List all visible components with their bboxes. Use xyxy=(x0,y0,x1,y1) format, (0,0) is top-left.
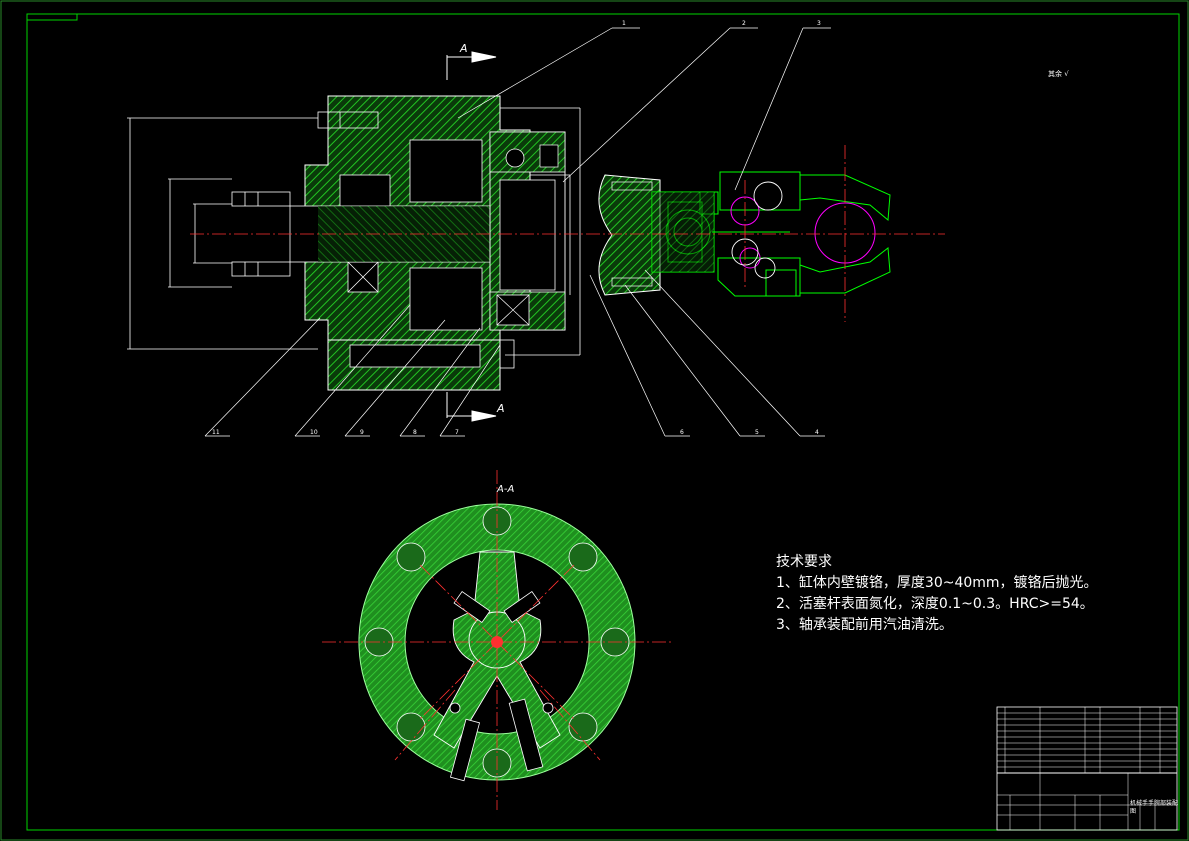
tech-req-item-3: 3、轴承装配前用汽油清洗。 xyxy=(776,617,953,633)
callout-3: 3 xyxy=(817,20,821,27)
callout-7: 7 xyxy=(455,429,459,436)
callout-1: 1 xyxy=(622,20,626,27)
front-section-view xyxy=(127,27,945,437)
callout-11: 11 xyxy=(212,429,220,436)
callout-2: 2 xyxy=(742,20,746,27)
callout-5: 5 xyxy=(755,429,759,436)
callout-9: 9 xyxy=(360,429,364,436)
inner-border xyxy=(26,13,1180,831)
callout-10: 10 xyxy=(310,429,318,436)
section-label-top: A xyxy=(459,42,468,55)
callout-6: 6 xyxy=(680,429,684,436)
section-view-title: A-A xyxy=(496,484,514,495)
title-block xyxy=(996,706,1178,831)
callout-numbers: 1 2 3 4 5 6 7 8 9 10 11 xyxy=(212,20,821,436)
section-view-aa: A-A xyxy=(322,470,672,810)
drawing-name: 机械手手腕部装配图 xyxy=(1130,800,1179,815)
tech-req-item-2: 2、活塞杆表面氮化，深度0.1~0.3。HRC>=54。 xyxy=(776,596,1094,612)
corner-tab xyxy=(26,13,78,21)
tech-req-title: 技术要求 xyxy=(776,554,832,570)
callout-4: 4 xyxy=(815,429,819,436)
technical-requirements: 技术要求 1、缸体内壁镀铬，厚度30~40mm，镀铬后抛光。 2、活塞杆表面氮化… xyxy=(776,552,1098,636)
tech-req-item-1: 1、缸体内壁镀铬，厚度30~40mm，镀铬后抛光。 xyxy=(776,575,1098,591)
roughness-note: 其余 √ xyxy=(1048,69,1069,78)
section-label-bottom: A xyxy=(496,402,505,415)
callout-8: 8 xyxy=(413,429,417,436)
